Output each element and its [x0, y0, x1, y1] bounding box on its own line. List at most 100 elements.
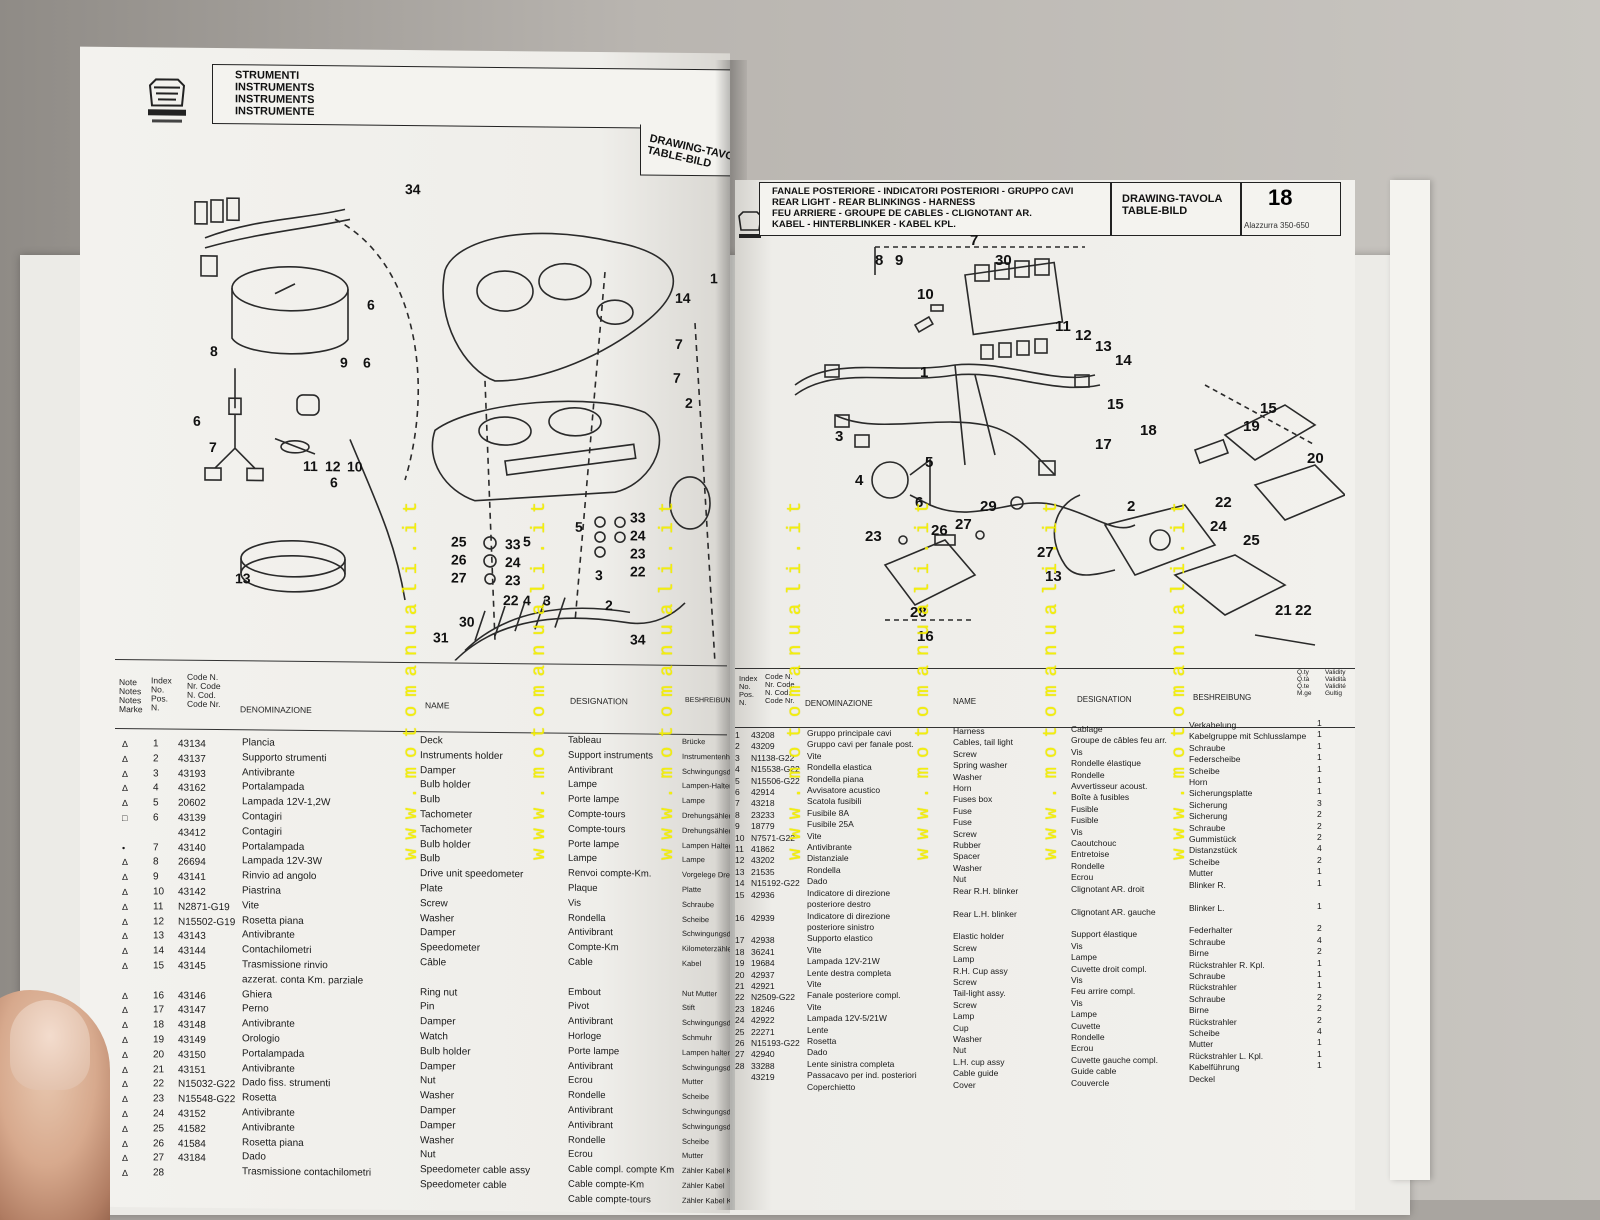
- table-cell: Cuvette gauche compl.: [1071, 1054, 1158, 1065]
- table-cell: 43137: [178, 753, 206, 765]
- table-cell: 2: [1317, 820, 1322, 831]
- part-label: 22: [630, 563, 646, 579]
- table-cell: Lampada 12V-21W: [807, 956, 880, 967]
- table-cell: Δ: [122, 768, 129, 779]
- table-cell: Nut: [953, 1045, 967, 1056]
- table-cell: 3: [735, 752, 740, 763]
- table-cell: Vite: [807, 830, 822, 841]
- table-cell: 42938: [751, 935, 775, 946]
- table-cell: Δ: [122, 1094, 129, 1105]
- table-cell: Rear L.H. blinker: [953, 908, 1017, 919]
- table-cell: [735, 924, 744, 935]
- table-cell: Δ: [122, 857, 129, 868]
- table-cell: Cable compte-tours: [568, 1193, 651, 1206]
- table-cell: 1: [1317, 957, 1322, 968]
- table-cell: Washer: [420, 1090, 455, 1102]
- table-cell: 43140: [178, 842, 206, 854]
- table-cell: Scheibe: [1189, 1027, 1220, 1038]
- table-cell: Screw: [420, 897, 448, 910]
- table-cell: 43184: [178, 1152, 206, 1165]
- table-cell: Vite: [242, 900, 260, 912]
- drawing-number: 18: [1268, 185, 1293, 210]
- table-cell: [153, 974, 164, 989]
- table-cell: 16: [153, 989, 165, 1002]
- header-denominazione: DENOMINAZIONE: [240, 704, 312, 716]
- header-code: N. Cod.: [765, 688, 791, 697]
- table-cell: [122, 974, 128, 989]
- header-line: FANALE POSTERIORE - INDICATORI POSTERIOR…: [772, 186, 1074, 197]
- table-cell: 2: [735, 741, 740, 752]
- table-cell: Sicherung: [1189, 811, 1228, 822]
- table-cell: Δ: [122, 990, 129, 1001]
- table-cell: Kabelführung: [1189, 1062, 1240, 1073]
- table-cell: Vite: [807, 978, 822, 989]
- table-cell: Rondelle: [1071, 860, 1105, 871]
- part-label: 30: [459, 614, 475, 630]
- table-cell: 43208: [751, 730, 775, 740]
- header-code: Code Nr.: [187, 698, 221, 710]
- table-cell: Porte lampe: [568, 1045, 620, 1057]
- part-label: 10: [347, 458, 363, 474]
- table-cell: Contagiri: [242, 826, 283, 838]
- table-cell: 42922: [751, 1015, 775, 1026]
- part-label: 27: [451, 569, 467, 585]
- part-label: 4: [523, 592, 531, 608]
- part-label: 13: [235, 570, 251, 586]
- table-cell: 7: [735, 798, 740, 809]
- table-cell: Lente sinistra completa: [807, 1058, 895, 1069]
- table-cell: 41862: [751, 844, 775, 855]
- header-qty: Q.tà: [1297, 676, 1310, 683]
- part-label: 34: [405, 181, 421, 197]
- header-designation: DESIGNATION: [1077, 695, 1132, 704]
- table-cell: Schraube: [1189, 970, 1226, 981]
- part-label: 28: [910, 604, 927, 621]
- table-cell: 2: [1317, 991, 1322, 1002]
- table-cell: Avvisatore acustico: [807, 785, 881, 796]
- part-label: 10: [917, 286, 934, 303]
- table-cell: Washer: [953, 862, 982, 873]
- table-cell: Indicatore di direzione: [807, 910, 891, 921]
- table-cell: Rondelle: [1071, 1031, 1105, 1042]
- table-cell: Rückstrahler R. Kpl.: [1189, 959, 1265, 970]
- table-cell: 8: [153, 856, 159, 868]
- table-cell: Δ: [122, 1079, 129, 1090]
- table-cell: 13: [735, 866, 745, 877]
- page-stack-edge: [1390, 180, 1430, 1180]
- table-cell: Drive unit speedometer: [420, 868, 524, 881]
- table-cell: 42936: [751, 889, 775, 900]
- part-label: 33: [505, 536, 521, 552]
- part-label: 9: [340, 354, 348, 370]
- table-cell: Screw: [953, 828, 977, 839]
- table-cell: [1071, 918, 1167, 929]
- table-cell: R.H. Cup assy: [953, 965, 1008, 976]
- table-cell: 1: [1317, 740, 1322, 751]
- table-cell: 43139: [178, 812, 206, 824]
- table-cell: Antivibrante: [242, 1062, 295, 1075]
- table-cell: •: [122, 842, 126, 853]
- table-cell: Δ: [122, 960, 129, 972]
- table-cell: Damper: [420, 1060, 456, 1073]
- right-table-header: Index No. Pos. N. Code N. Nr. Code N. Co…: [735, 668, 1355, 728]
- table-cell: Renvoi compte-Km.: [568, 867, 652, 880]
- table-cell: Cablage: [1071, 724, 1103, 734]
- table-cell: [568, 970, 674, 986]
- part-label: 5: [575, 519, 583, 535]
- table-cell: Spring washer: [953, 760, 1008, 771]
- part-label: 9: [895, 252, 903, 269]
- table-cell: [1189, 891, 1306, 902]
- header-designation: DESIGNATION: [570, 695, 628, 707]
- table-cell: 18: [153, 1019, 165, 1031]
- part-label: 3: [543, 592, 551, 608]
- part-label: 34: [630, 631, 646, 647]
- table-cell: N15506-G22: [751, 775, 800, 786]
- table-cell: Guide cable: [1071, 1066, 1117, 1077]
- part-label: 25: [1243, 532, 1260, 549]
- table-cell: 1: [1317, 866, 1322, 877]
- table-cell: 2: [1317, 809, 1322, 820]
